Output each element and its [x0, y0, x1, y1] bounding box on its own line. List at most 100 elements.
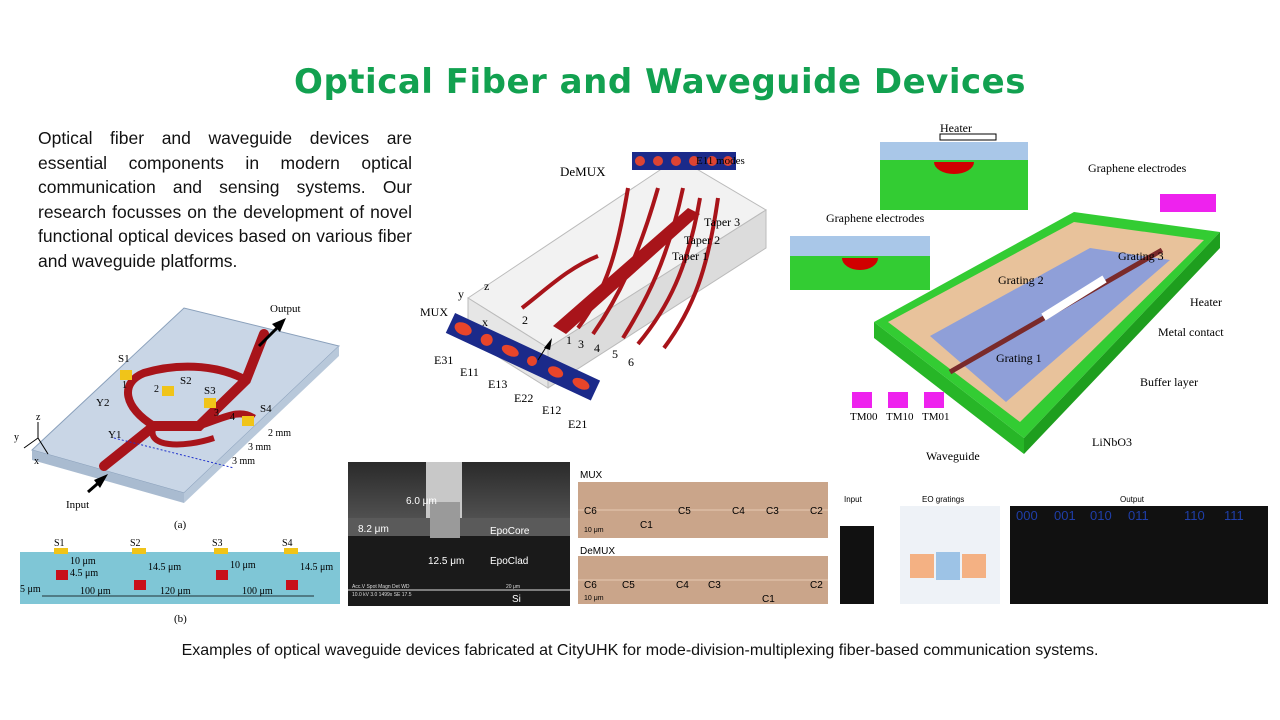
label-b-s4: S4	[282, 538, 293, 549]
label-b-145um-a: 14.5 μm	[148, 562, 181, 573]
label-e11-modes: E11 modes	[696, 155, 745, 167]
photo-mux-c6: C6	[584, 506, 597, 517]
photo-mux-c1: C1	[640, 520, 653, 531]
port-4: 4	[594, 341, 600, 355]
mode-e31: E31	[434, 353, 453, 367]
page-title: Optical Fiber and Waveguide Devices	[294, 62, 1026, 102]
label-3mm-a: 3 mm	[248, 442, 271, 453]
figure-linbo3-device: Heater Graphene electrodes Graphene elec…	[790, 122, 1224, 463]
mode-e13: E13	[488, 377, 507, 391]
input-modes-strip	[445, 312, 601, 401]
eo-input-panel	[840, 526, 874, 604]
label-tm01: TM01	[922, 411, 950, 423]
label-b-120um: 120 μm	[160, 586, 191, 597]
label-taper3: Taper 3	[704, 215, 740, 229]
label-epoclad: EpoClad	[490, 556, 528, 567]
label-b-100um-a: 100 μm	[80, 586, 111, 597]
pad-s3	[204, 398, 216, 408]
port-3: 3	[578, 337, 584, 351]
photo-mux-c2: C2	[810, 506, 823, 517]
photo-scale-1: 10 μm	[584, 527, 604, 534]
label-graphene-a: Graphene electrodes	[826, 211, 925, 225]
figure-a-chip: Output Input S1 S2 S3 S4 1 2 3 4 Y2 Y1 2…	[14, 303, 341, 531]
figure-photos: MUX DeMUX C6 C1 C5 C4 C3 C2 C6 C5 C4 C3 …	[578, 470, 828, 605]
label-b-45um: 4.5 μm	[70, 568, 98, 579]
label-demux: DeMUX	[560, 164, 606, 179]
label-epocore: EpoCore	[490, 526, 530, 537]
figure-eo-output: Input EO gratings Output 000 001 010 011…	[840, 495, 1268, 604]
label-grating-1: Grating 1	[996, 351, 1042, 365]
label-3mm-b: 3 mm	[232, 456, 255, 467]
label-6um: 6.0 μm	[406, 496, 437, 507]
pad-s2	[162, 386, 174, 396]
mode-e22: E22	[514, 391, 533, 405]
code-001: 001	[1054, 508, 1076, 523]
port-2: 2	[522, 313, 528, 327]
axis-mux-x: x	[482, 315, 488, 329]
sem-scale: 20 μm	[506, 584, 520, 590]
axis-x: x	[34, 456, 39, 467]
pad-s1	[120, 370, 132, 380]
photo-mux-c3: C3	[766, 506, 779, 517]
photo-demux-c2: C2	[810, 580, 823, 591]
label-output: Output	[270, 303, 301, 315]
label-tm10: TM10	[886, 411, 914, 423]
label-s4: S4	[260, 403, 272, 415]
label-b-s2: S2	[130, 538, 141, 549]
label-heater: Heater	[1190, 295, 1222, 309]
figure-b-cross-section: S1 S2 S3 S4 10 μm 4.5 μm 5 μm 14.5 μm 10…	[20, 538, 340, 625]
photo-demux-c4: C4	[676, 580, 689, 591]
label-photo-mux: MUX	[580, 470, 603, 481]
axis-y: y	[14, 432, 19, 443]
pad-s4	[242, 416, 254, 426]
label-mux: MUX	[420, 305, 448, 319]
label-waveguide: Waveguide	[926, 449, 980, 463]
label-photo-demux: DeMUX	[580, 546, 615, 557]
figure-caption: Examples of optical waveguide devices fa…	[181, 642, 1099, 659]
label-port-2: 2	[154, 384, 159, 395]
code-110: 110	[1184, 508, 1205, 523]
label-82um: 8.2 μm	[358, 524, 389, 535]
photo-scale-2: 10 μm	[584, 595, 604, 602]
photo-mux-c5: C5	[678, 506, 691, 517]
label-b-10um-b: 10 μm	[230, 560, 256, 571]
intro-paragraph: Optical fiber and waveguide devices are …	[38, 128, 412, 271]
eo-output-panel	[1010, 506, 1268, 604]
label-s1: S1	[118, 353, 130, 365]
code-010: 010	[1090, 508, 1112, 523]
label-s2: S2	[180, 375, 192, 387]
photo-demux-c1: C1	[762, 594, 775, 605]
label-si: Si	[512, 594, 521, 605]
code-000: 000	[1016, 508, 1038, 523]
mode-e12: E12	[542, 403, 561, 417]
label-eo-input: Input	[844, 495, 863, 504]
label-linbo3: LiNbO3	[1092, 435, 1132, 449]
photo-demux-c5: C5	[622, 580, 635, 591]
photo-demux-c6: C6	[584, 580, 597, 591]
label-port-1: 1	[122, 380, 127, 391]
axis-mux-y: y	[458, 287, 464, 301]
buffer-layer	[930, 248, 1170, 402]
figure-sem: 6.0 μm 8.2 μm 12.5 μm EpoCore EpoClad Si…	[348, 462, 570, 606]
label-b-10um-a: 10 μm	[70, 556, 96, 567]
port-5: 5	[612, 347, 618, 361]
label-b-5um: 5 μm	[20, 584, 41, 595]
mode-e11: E11	[460, 365, 479, 379]
label-graphene-b: Graphene electrodes	[1088, 161, 1187, 175]
label-port-4: 4	[230, 412, 235, 423]
label-b-s1: S1	[54, 538, 65, 549]
label-taper1: Taper 1	[672, 249, 708, 263]
label-tm00: TM00	[850, 411, 878, 423]
label-eo-output: Output	[1120, 495, 1145, 504]
photo-demux-c3: C3	[708, 580, 721, 591]
label-metal-contact: Metal contact	[1158, 325, 1224, 339]
code-111: 111	[1224, 508, 1244, 523]
sem-info-2: 10.0 kV 3.0 1499x SE 17.5	[352, 592, 412, 598]
code-011: 011	[1128, 508, 1149, 523]
label-y1: Y1	[108, 429, 121, 441]
port-6: 6	[628, 355, 634, 369]
label-s3: S3	[204, 385, 216, 397]
label-y2: Y2	[96, 397, 109, 409]
label-buffer-layer: Buffer layer	[1140, 375, 1198, 389]
mode-e21: E21	[568, 417, 587, 431]
